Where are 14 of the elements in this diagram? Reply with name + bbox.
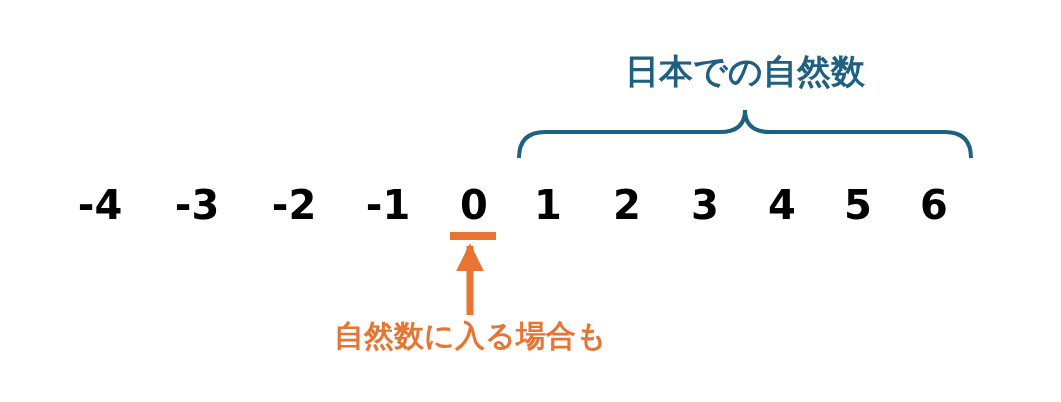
number-label: -4	[77, 183, 123, 227]
number-label: 4	[768, 183, 796, 227]
number-label: -2	[271, 183, 317, 227]
number-label: -3	[174, 183, 220, 227]
number-label: 5	[844, 183, 872, 227]
annotation-text: 自然数に入る場合も	[333, 318, 607, 352]
number-label: 6	[920, 183, 948, 227]
number-label: 1	[534, 183, 562, 227]
number-label: 3	[691, 183, 719, 227]
number-label: 2	[613, 183, 641, 227]
underline-bar	[450, 232, 496, 240]
bracket-title: 日本での自然数	[625, 53, 865, 91]
number-label: -1	[365, 183, 411, 227]
number-label: 0	[460, 183, 488, 227]
